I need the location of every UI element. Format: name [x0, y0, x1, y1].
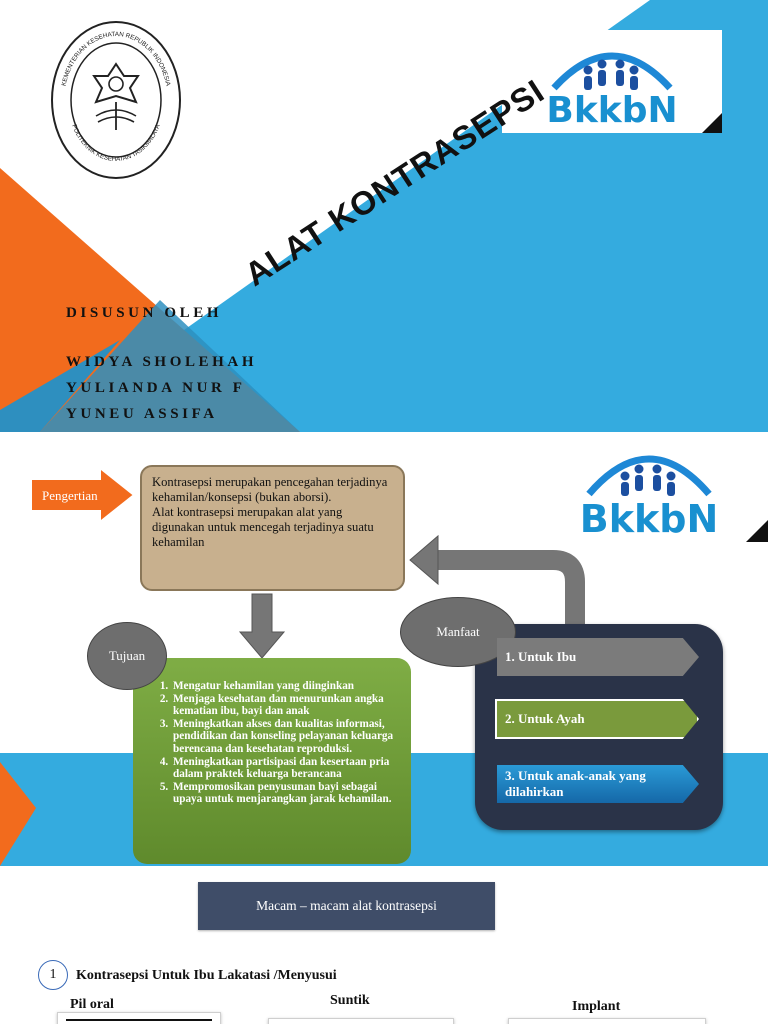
- down-arrow-icon: [238, 593, 286, 659]
- pengertian-label: Pengertian: [42, 488, 98, 503]
- bkkbn-logo: BkkbN: [502, 30, 722, 133]
- bkkbn-family-icon: BkkbN: [546, 52, 722, 133]
- list-item: Mengatur kehamilan yang diinginkan: [171, 680, 399, 693]
- manfaat-item: 1. Untuk Ibu: [497, 638, 699, 676]
- author-name: YULIANDA NUR F: [66, 380, 246, 396]
- definition-text: Alat kontrasepsi merupakan alat yang dig…: [152, 505, 374, 549]
- compiled-by-label: DISUSUN OLEH: [66, 305, 223, 321]
- list-item: Menjaga kesehatan dan menurunkan angka k…: [171, 693, 399, 718]
- section-banner: Macam – macam alat kontrasepsi: [198, 882, 495, 930]
- types-slide: Macam – macam alat kontrasepsi 1 Kontras…: [0, 866, 768, 1024]
- flow-arrows: [238, 534, 585, 659]
- definition-slide: BkkbN Pengertian Kontrasepsi merupakan p…: [0, 432, 768, 866]
- definition-box: Kontrasepsi merupakan pencegahan terjadi…: [140, 465, 405, 591]
- tujuan-list: Mengatur kehamilan yang diinginkan Menja…: [149, 680, 399, 806]
- author-name: YUNEU ASSIFA: [66, 406, 218, 422]
- tujuan-box: Mengatur kehamilan yang diinginkan Menja…: [133, 658, 411, 864]
- image-frame: [57, 1012, 221, 1024]
- pengertian-arrow-icon: [30, 467, 136, 523]
- image-frame: [268, 1018, 454, 1024]
- tujuan-label: Tujuan: [87, 622, 167, 690]
- manfaat-item: 2. Untuk Ayah: [495, 699, 699, 739]
- manfaat-item: 3. Untuk anak-anak yang dilahirkan: [497, 765, 699, 803]
- bkkbn-family-icon: BkkbN: [580, 455, 768, 542]
- contraceptive-type: Implant: [572, 999, 621, 1014]
- orange-corner-shape: [0, 762, 36, 866]
- poltekkes-seal-icon: KEMENTERIAN KESEHATAN REPUBLIK INDONESIA…: [51, 21, 181, 179]
- section-heading: Kontrasepsi Untuk Ibu Lakatasi /Menyusui: [76, 968, 337, 983]
- teal-triangle: [0, 340, 120, 432]
- institution-logo: KEMENTERIAN KESEHATAN REPUBLIK INDONESIA…: [50, 20, 183, 180]
- overlap-shape: [40, 300, 300, 432]
- svg-text:BkkbN: BkkbN: [580, 497, 719, 541]
- image-frame: [508, 1018, 706, 1024]
- elbow-arrow-icon: [436, 550, 585, 624]
- definition-text: Kontrasepsi merupakan pencegahan terjadi…: [152, 475, 388, 504]
- list-item: Meningkatkan akses dan kualitas informas…: [171, 718, 399, 756]
- contraceptive-type: Pil oral: [70, 997, 114, 1012]
- contraceptive-type: Suntik: [330, 993, 370, 1008]
- list-item: Meningkatkan partisipasi dan kesertaan p…: [171, 756, 399, 781]
- section-number-badge: 1: [38, 960, 68, 990]
- bkkbn-logo: BkkbN: [531, 432, 768, 542]
- list-item: Mempromosikan penyusunan bayi sebagai up…: [171, 781, 399, 806]
- author-name: WIDYA SHOLEHAH: [66, 354, 258, 370]
- svg-text:BkkbN: BkkbN: [546, 90, 677, 131]
- title-slide: KEMENTERIAN KESEHATAN REPUBLIK INDONESIA…: [0, 0, 768, 432]
- manfaat-label: Manfaat: [400, 597, 516, 667]
